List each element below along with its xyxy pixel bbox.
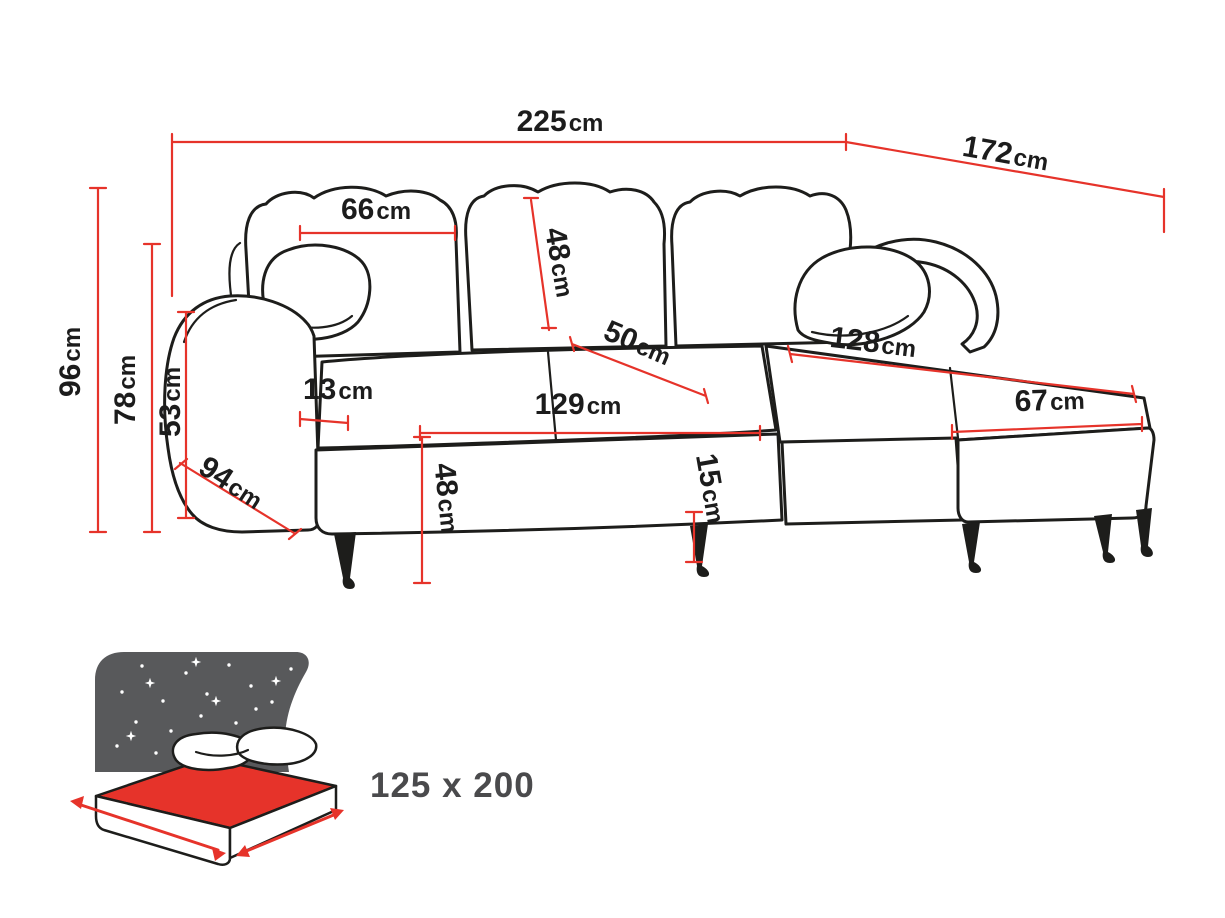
back-cushion-middle bbox=[464, 181, 668, 352]
dim-seat-width-label: 129cm bbox=[535, 388, 622, 421]
bed-width-arrow bbox=[76, 802, 220, 852]
bed-pillow-right bbox=[235, 726, 318, 766]
star bbox=[161, 699, 165, 703]
seat-seam bbox=[546, 350, 558, 442]
arrowhead bbox=[236, 845, 250, 857]
star bbox=[270, 700, 274, 704]
bed-length-arrow bbox=[242, 812, 338, 854]
star bbox=[140, 664, 144, 668]
dim-line-total-width bbox=[170, 132, 848, 298]
dim-leg-height-label: 15cm bbox=[689, 451, 734, 526]
dim-armrest-width-label: 13cm bbox=[303, 373, 373, 406]
dim-line-backrest-height bbox=[142, 242, 162, 534]
leg-front-middle bbox=[690, 524, 710, 577]
dim-line-chaise-seat-width bbox=[950, 415, 1144, 441]
star bbox=[154, 751, 158, 755]
dim-line-leg-height bbox=[684, 510, 704, 564]
leg-corner bbox=[962, 522, 982, 573]
dim-line-seat-height bbox=[412, 435, 432, 585]
sofa-base bbox=[314, 432, 784, 536]
dim-backrest-height-label: 78cm bbox=[109, 355, 142, 425]
dim-line-overall-height bbox=[88, 186, 108, 534]
chaise-front-face bbox=[956, 426, 1156, 524]
arrowhead bbox=[330, 808, 344, 820]
arrowhead bbox=[212, 848, 226, 861]
corner-base bbox=[780, 436, 964, 526]
star bbox=[115, 744, 119, 748]
dim-line-back-cushion-height bbox=[522, 196, 558, 332]
star bbox=[254, 707, 258, 711]
sofa-drawing bbox=[163, 181, 1156, 589]
star bbox=[120, 690, 124, 694]
dim-line-armrest-depth bbox=[173, 457, 303, 541]
leg-front-left bbox=[334, 532, 356, 589]
bed-pillow-fold bbox=[194, 748, 250, 757]
dim-side-depth-label: 172cm bbox=[960, 130, 1051, 178]
dim-line-chaise-length bbox=[786, 344, 1138, 404]
star bbox=[234, 721, 238, 725]
star bbox=[134, 720, 138, 724]
bed-size-label: 125 x 200 bbox=[370, 766, 535, 805]
dim-line-side-depth bbox=[844, 140, 1166, 234]
star bbox=[227, 663, 231, 667]
dim-back-cushion-height-label: 48cm bbox=[538, 225, 583, 300]
chaise-seat bbox=[764, 344, 1152, 444]
dim-line-armrest-width bbox=[298, 410, 350, 432]
star bbox=[184, 671, 188, 675]
dim-chaise-seat-width-label: 67cm bbox=[1014, 383, 1085, 418]
dim-seat-height-label: 48cm bbox=[427, 461, 467, 534]
dim-armrest-height-label: 53cm bbox=[154, 367, 187, 437]
dim-line-armrest-height bbox=[176, 310, 196, 520]
dim-back-cushion-width-label: 66cm bbox=[341, 193, 411, 226]
sofa-bed-function-icon: 125 x 200 bbox=[70, 652, 535, 866]
dimension-lines bbox=[88, 132, 1166, 585]
dim-total-width-label: 225cm bbox=[517, 105, 604, 138]
chaise-seam bbox=[948, 366, 960, 440]
dim-line-back-cushion-width bbox=[298, 224, 457, 242]
leg-chaise-left bbox=[1094, 514, 1116, 563]
star bbox=[249, 684, 253, 688]
dim-chaise-length-label: 128cm bbox=[828, 321, 918, 364]
leg-chaise-right bbox=[1136, 508, 1153, 557]
pillow-right bbox=[793, 245, 931, 347]
arrowhead bbox=[70, 796, 84, 809]
back-frame-left bbox=[228, 241, 242, 304]
star bbox=[199, 714, 203, 718]
dim-overall-height-label: 96cm bbox=[54, 327, 87, 397]
star bbox=[289, 667, 293, 671]
right-armrest bbox=[844, 237, 1000, 354]
dim-line-seat-depth bbox=[568, 335, 710, 405]
star bbox=[205, 692, 209, 696]
pillow-right-fold bbox=[810, 314, 910, 337]
star bbox=[169, 729, 173, 733]
